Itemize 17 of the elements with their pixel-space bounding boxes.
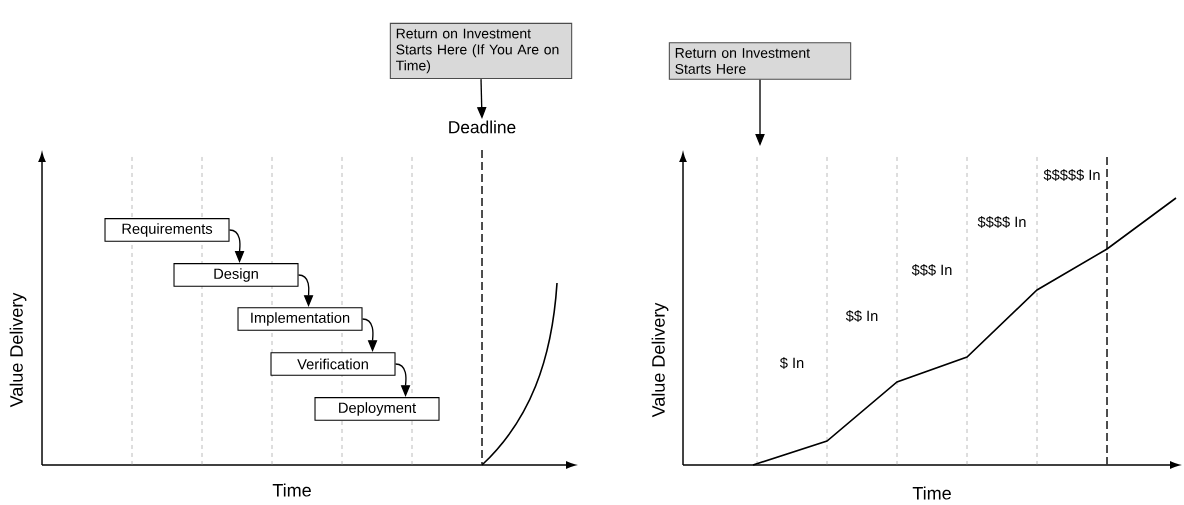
phase-box: Requirements <box>104 218 230 242</box>
income-label: $ In <box>779 357 804 369</box>
axis-label: Value Delivery <box>651 302 669 418</box>
axis-label: Time <box>912 486 951 500</box>
deadline-label: Deadline <box>449 120 516 134</box>
phase-box: Implementation <box>237 307 363 331</box>
callout-box: Return on Investment Starts Here (If You Are on Time) <box>389 22 573 80</box>
phase-box: Design <box>173 263 299 287</box>
income-label: $$$$$ In <box>1043 169 1100 181</box>
income-label: $$$$ In <box>977 216 1026 228</box>
phase-box: Deployment <box>314 397 440 421</box>
phase-box: Verification <box>270 352 396 376</box>
axis-label: Time <box>272 483 311 497</box>
income-label: $$$ In <box>911 264 952 276</box>
axis-label: Value Delivery <box>9 292 27 408</box>
income-label: $$ In <box>845 310 878 322</box>
callout-box: Return on Investment Starts Here <box>668 42 852 80</box>
